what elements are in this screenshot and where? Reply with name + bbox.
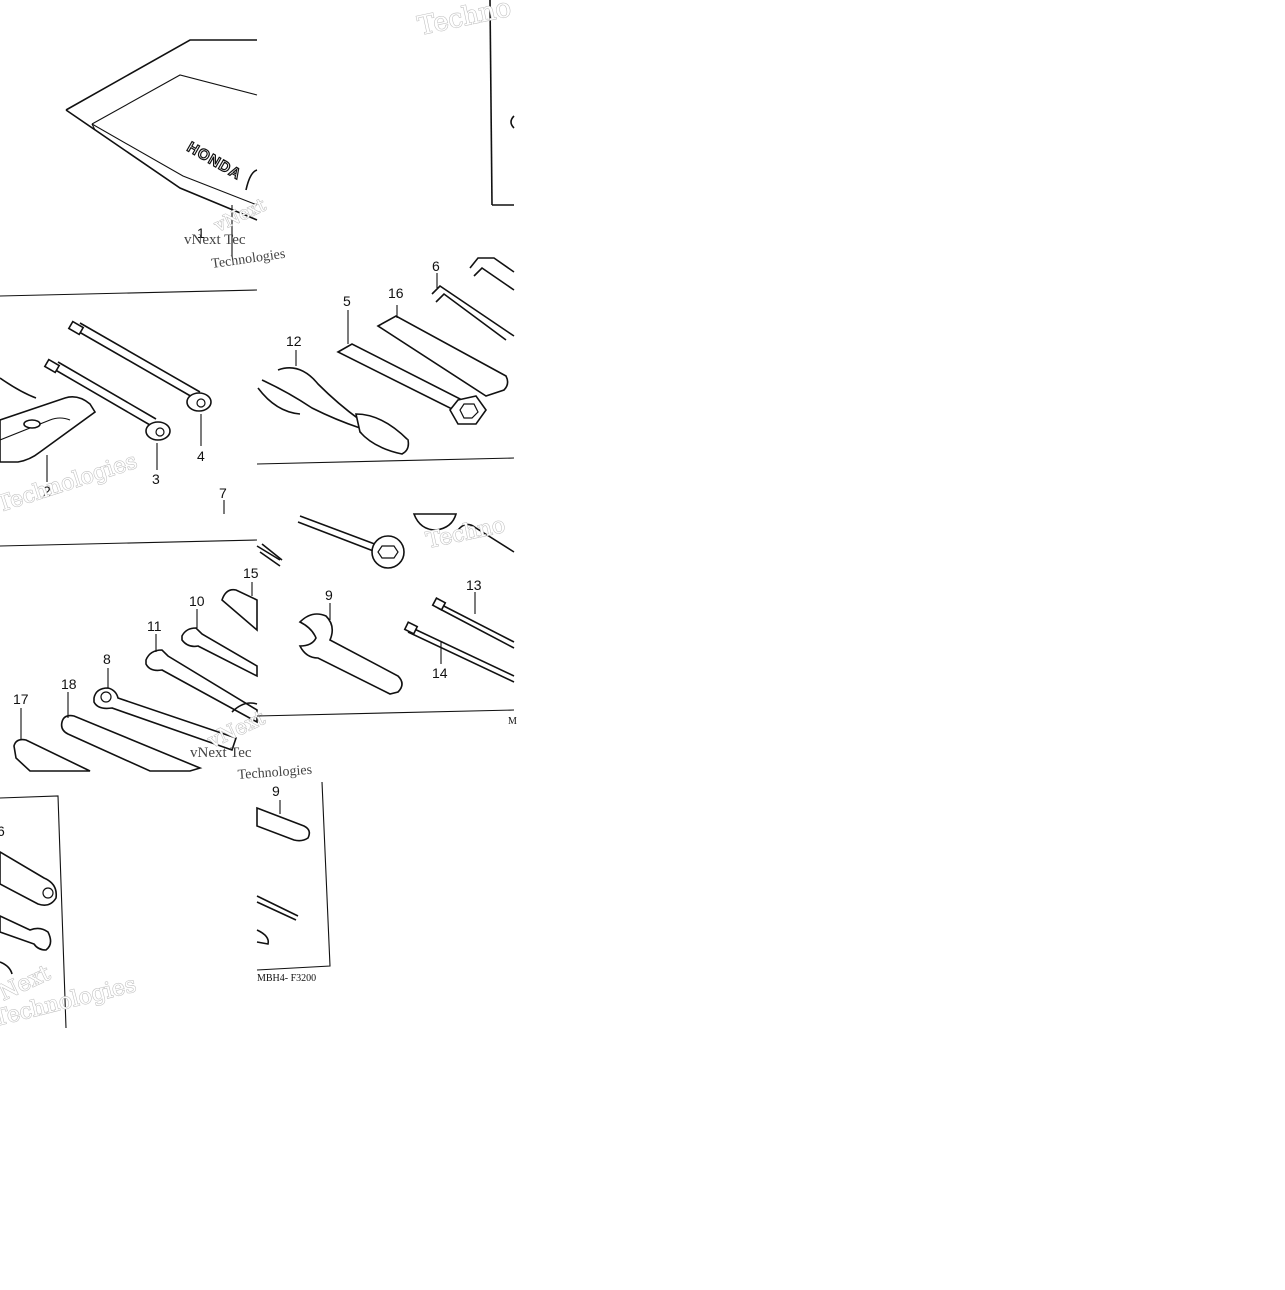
callout-6b: 6: [0, 823, 5, 839]
callout-19: 18: [61, 676, 77, 692]
watermark-techno-top: Techno: [415, 0, 514, 42]
tile-manual: HONDA 1 vNext Tec vNext: [65, 39, 270, 257]
callout-5: 5: [343, 293, 351, 309]
callout-14: 13: [466, 577, 482, 593]
callout-8: 8: [103, 651, 111, 667]
callout-11: 10: [189, 593, 205, 609]
tile-spanner: Techno 9 13 14 M: [256, 512, 517, 727]
tile-wrenches: 15 10 11 8 18 17 vNext Tec vNext: [0, 539, 281, 772]
watermark-vnext-tec-2: vNext Tec: [190, 745, 252, 761]
manual-brand-text: HONDA: [184, 139, 244, 184]
tile-pliers: 6 16 5 12: [256, 257, 515, 465]
callout-6: 6: [432, 258, 440, 274]
tile-bottom-panel: 9 MBH4- F3200 Technologies: [237, 763, 331, 984]
watermark-technologies-partial: Technologies: [210, 247, 286, 272]
callout-12: 11: [147, 618, 162, 634]
drawing-code: MBH4- F3200: [257, 973, 316, 984]
callout-18: 17: [13, 691, 29, 707]
callout-1: 1: [197, 225, 205, 241]
tile-toolbag: 4 3 2 7 Technologies: [0, 289, 258, 518]
watermark-vnext-tec: vNext Tec: [184, 232, 246, 248]
callout-7: 7: [219, 485, 227, 501]
callout-4: 4: [197, 448, 205, 464]
callout-10: 9: [272, 783, 280, 799]
callout-9: 9: [325, 587, 333, 603]
watermark-technologies-label: Technologies: [237, 763, 312, 783]
tile-socket: 6 vNext Technologies: [0, 795, 139, 1032]
callout-3: 3: [152, 471, 160, 487]
callout-16: 15: [243, 565, 259, 581]
drawing-code-fragment: M: [508, 716, 517, 727]
callout-13: 12: [286, 333, 302, 349]
watermark-vnext-1: vNext: [210, 194, 269, 237]
callout-15: 14: [432, 665, 448, 681]
callout-17: 16: [388, 285, 404, 301]
callout-2: 2: [43, 483, 51, 499]
